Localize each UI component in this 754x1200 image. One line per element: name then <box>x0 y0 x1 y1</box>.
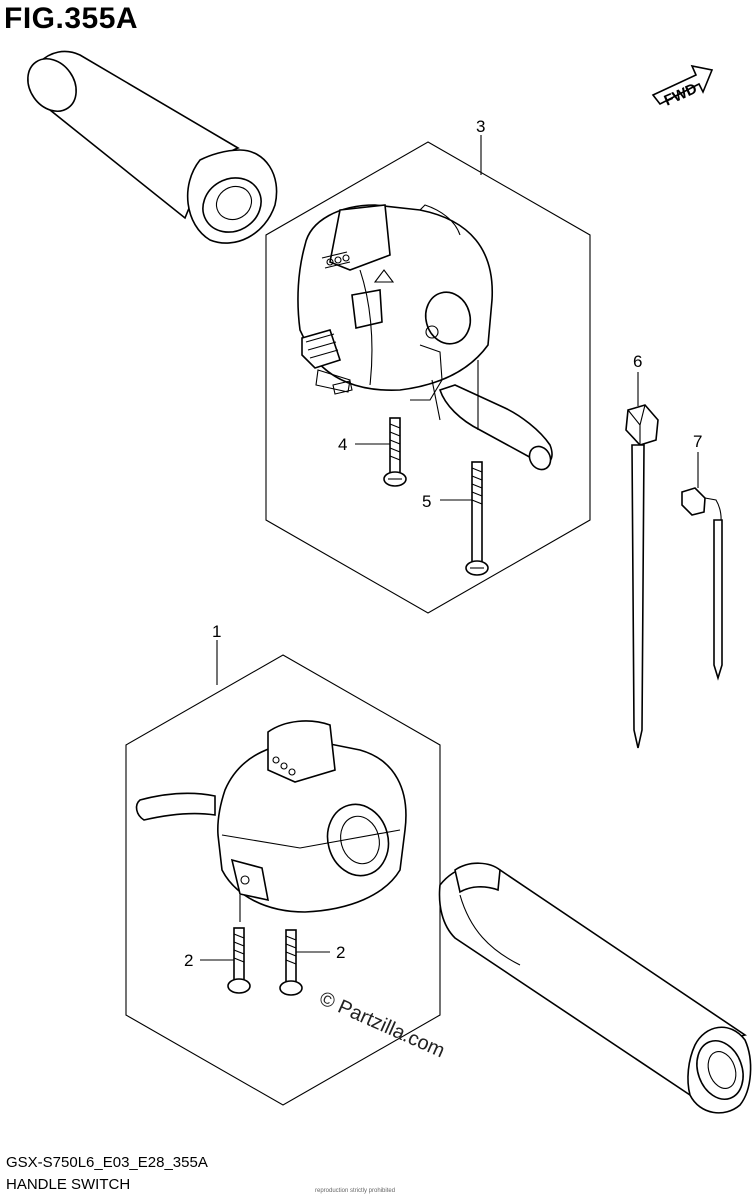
screw-5-drawing <box>440 461 489 576</box>
callout-3: 3 <box>476 117 485 136</box>
screw-2a-drawing <box>200 927 251 994</box>
callout-5: 5 <box>422 492 431 511</box>
screw-4-drawing <box>355 417 407 487</box>
bottom-fineprint: reproduction strictly prohibited <box>315 1188 395 1194</box>
screw-2b-drawing <box>279 929 330 996</box>
fwd-arrow-icon: FWD <box>651 64 714 110</box>
callout-leaders <box>216 135 482 685</box>
left-grip-drawing <box>27 50 278 244</box>
callout-6: 6 <box>633 352 642 371</box>
callout-2b: 2 <box>336 943 345 962</box>
left-switch-assembly-boundary <box>125 654 441 1106</box>
right-switch-housing-drawing <box>297 204 493 401</box>
callout-7: 7 <box>693 432 702 451</box>
throttle-sleeve-drawing <box>431 360 553 471</box>
right-switch-assembly-boundary <box>265 141 591 614</box>
cable-tie-6-drawing <box>625 372 659 749</box>
callout-2a: 2 <box>184 951 193 970</box>
callout-4: 4 <box>338 435 347 454</box>
section-name: HANDLE SWITCH <box>6 1176 131 1193</box>
fwd-label: FWD <box>662 80 700 109</box>
cable-tie-7-drawing <box>681 452 723 681</box>
model-code: GSX-S750L6_E03_E28_355A <box>6 1154 208 1171</box>
left-switch-housing-drawing <box>135 720 407 922</box>
right-grip-drawing <box>438 862 752 1114</box>
callout-1: 1 <box>212 622 221 641</box>
fig-title: FIG.355A <box>4 2 139 35</box>
watermark: © Partzilla.com <box>316 987 448 1062</box>
